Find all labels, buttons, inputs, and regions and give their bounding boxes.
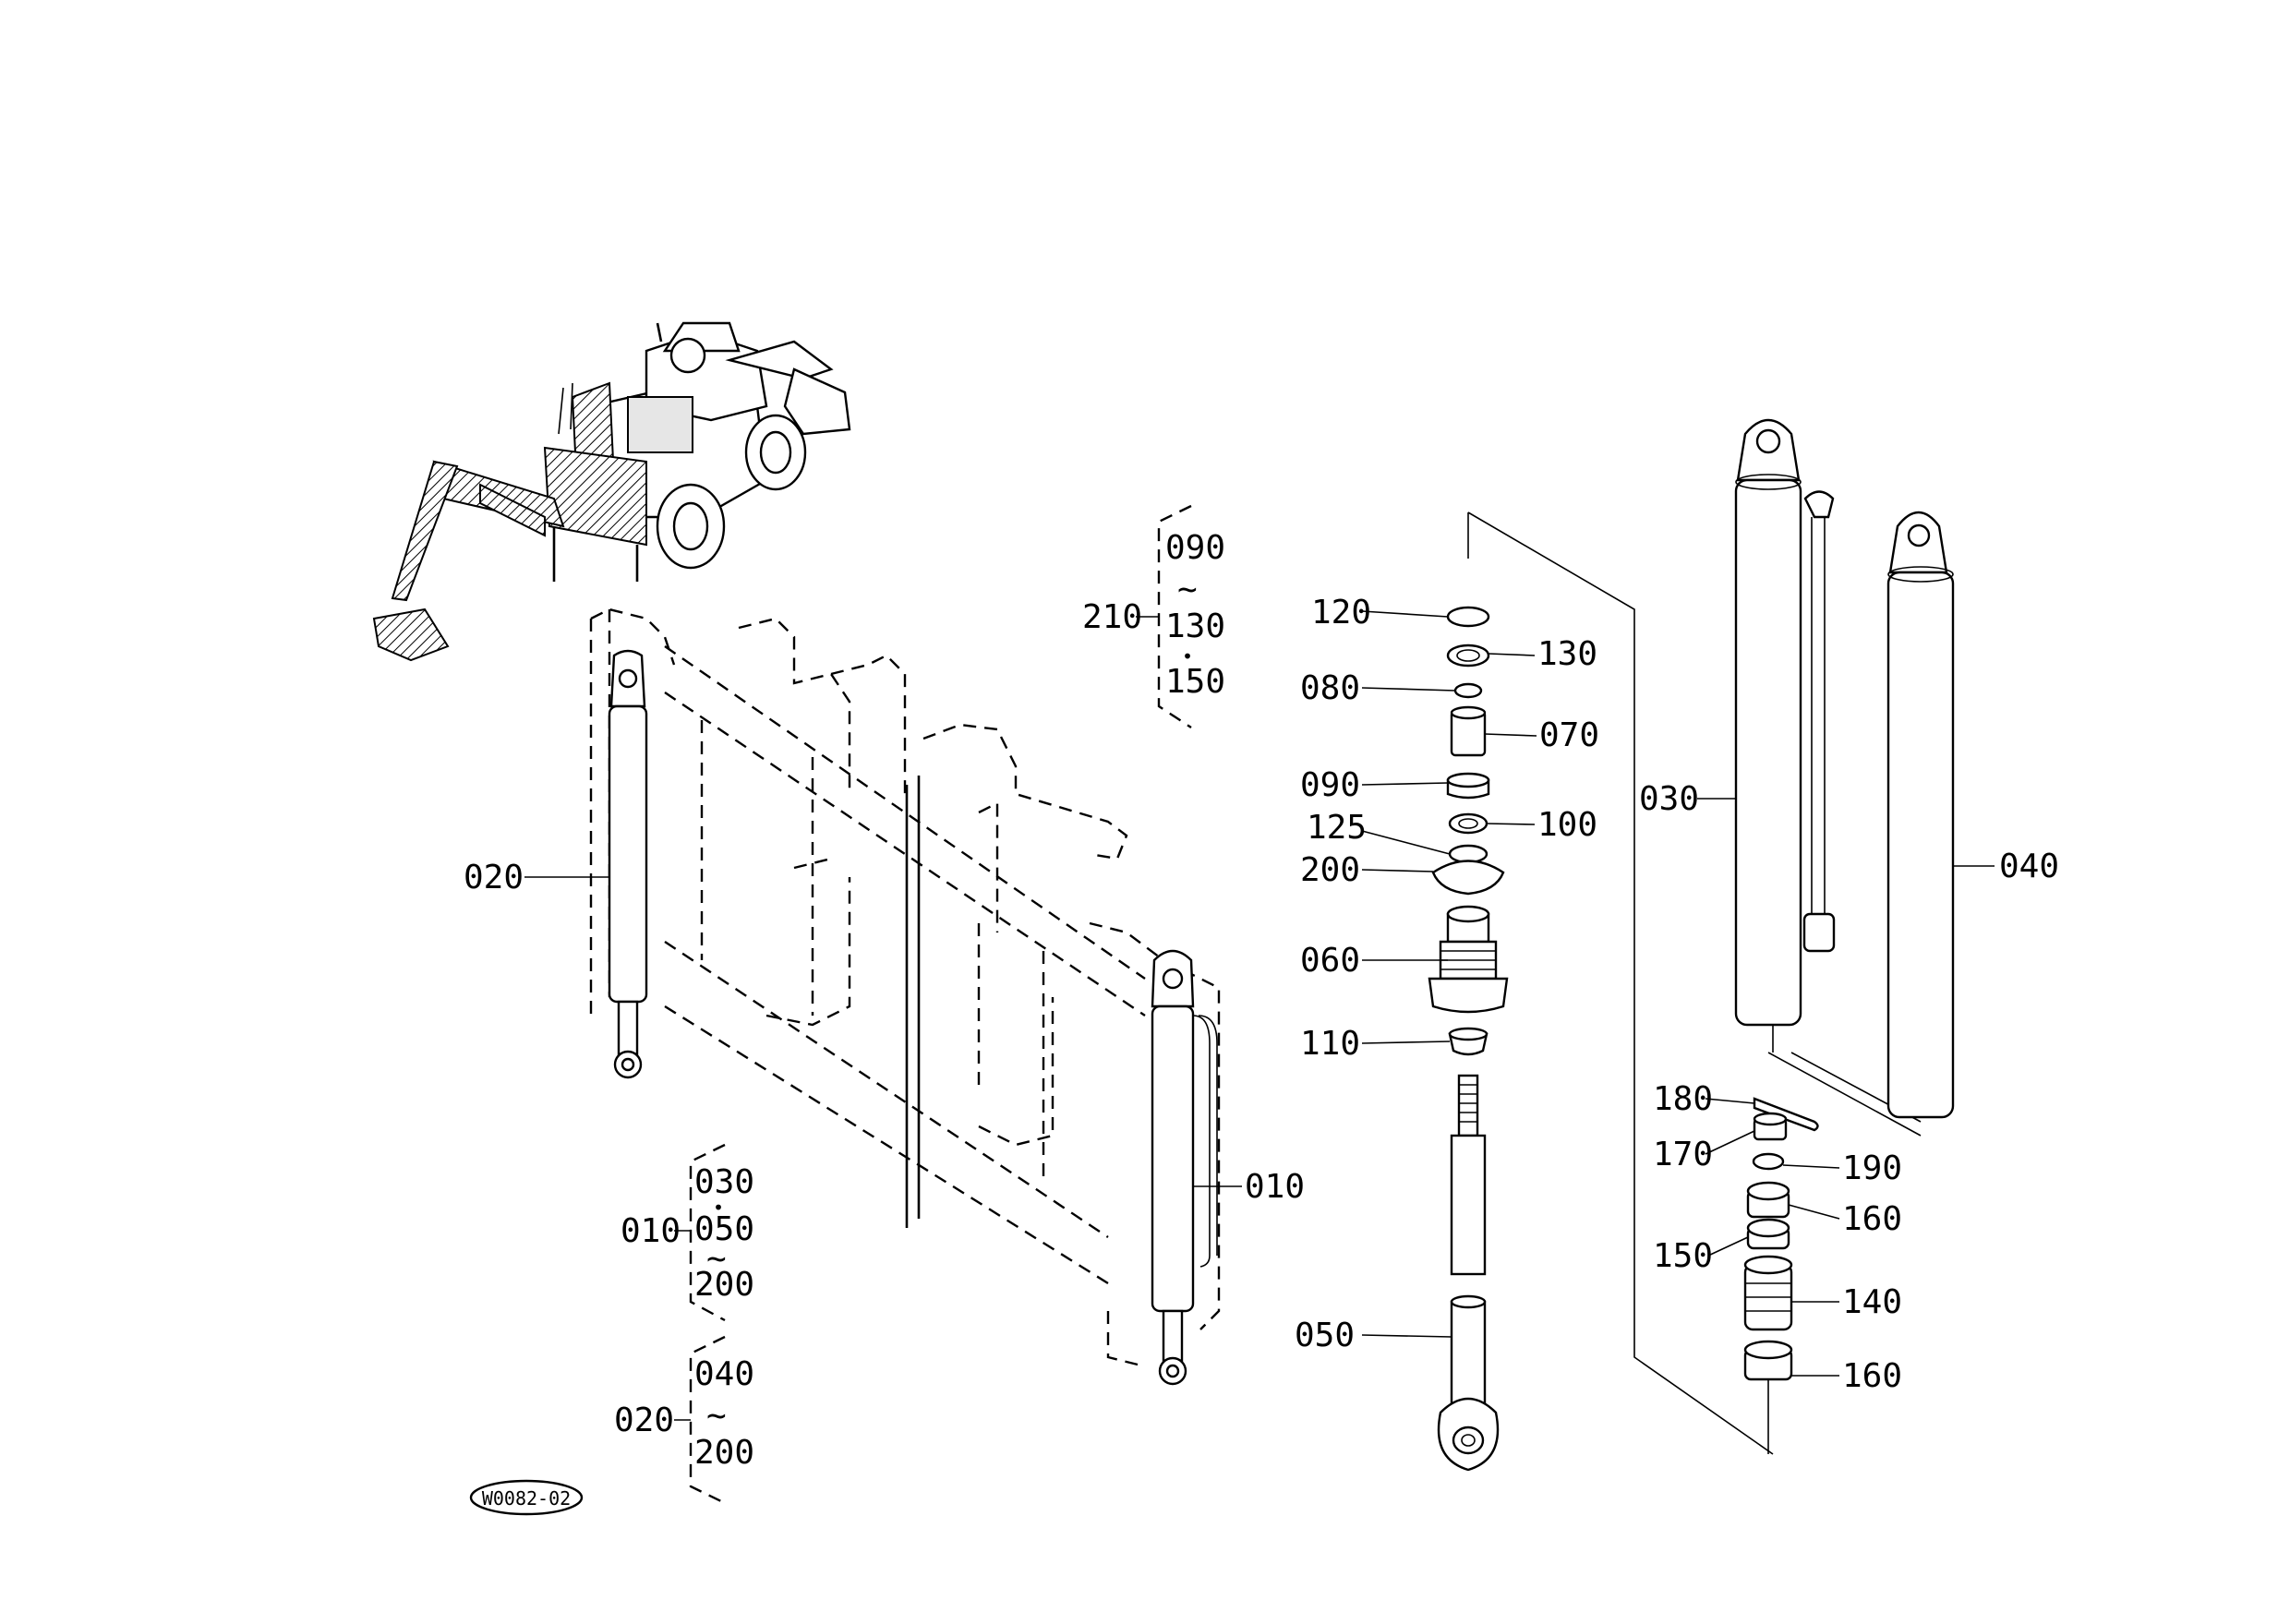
frame-dashed-outline xyxy=(589,607,1221,1368)
cylinder-010 xyxy=(1151,949,1218,1386)
kit-010-top: 030 xyxy=(694,1163,754,1201)
callout-180: 180 xyxy=(1653,1080,1713,1118)
part-150-seal xyxy=(1746,1218,1790,1250)
kit-020-top: 040 xyxy=(694,1355,754,1393)
callout-110: 110 xyxy=(1300,1025,1360,1063)
kit-group-210: 210 090 ~ 130 • 150 xyxy=(1082,504,1225,729)
cylinder-030 xyxy=(1734,418,1922,1137)
part-100-seal xyxy=(1448,812,1488,835)
kit-020-bottom: 200 xyxy=(694,1434,754,1472)
callout-100: 100 xyxy=(1537,806,1597,844)
kit-210-mid: 130 xyxy=(1165,607,1225,645)
kit-020-label: 020 xyxy=(614,1401,674,1439)
kit-group-010: 010 030 • 050 ~ 200 xyxy=(621,1143,754,1322)
callout-060: 060 xyxy=(1300,942,1360,980)
part-180-pin xyxy=(1753,1097,1819,1132)
callout-040: 040 xyxy=(1999,848,2059,885)
callout-130: 130 xyxy=(1537,635,1597,673)
part-200-cover xyxy=(1431,860,1505,896)
callout-120: 120 xyxy=(1311,594,1371,632)
callout-170: 170 xyxy=(1653,1136,1713,1173)
exploded-cylinder-parts xyxy=(1428,511,1774,1472)
callout-160-upper: 160 xyxy=(1842,1200,1902,1238)
kit-group-020: 020 040 ~ 200 xyxy=(614,1335,754,1505)
kit-210-bottom: 150 xyxy=(1165,663,1225,701)
part-170-nut xyxy=(1753,1112,1788,1141)
callout-200: 200 xyxy=(1300,851,1360,889)
callout-050: 050 xyxy=(1295,1317,1355,1354)
kit-010-sep: ~ xyxy=(706,1240,727,1278)
callout-125: 125 xyxy=(1307,809,1367,847)
callout-010: 010 xyxy=(1245,1168,1305,1206)
kit-210-label: 210 xyxy=(1082,598,1142,636)
kit-020-sep: ~ xyxy=(706,1397,727,1435)
kit-210-sep: ~ xyxy=(1177,571,1198,608)
kit-010-dot: • xyxy=(713,1197,724,1219)
callout-190: 190 xyxy=(1842,1149,1902,1187)
callout-140: 140 xyxy=(1842,1283,1902,1321)
part-080-ring xyxy=(1453,682,1483,699)
part-050-rod xyxy=(1437,1074,1500,1472)
part-130-ring xyxy=(1446,644,1490,668)
part-060-gland xyxy=(1428,905,1509,1014)
cylinder-020 xyxy=(608,649,648,1079)
part-160-lower xyxy=(1743,1340,1793,1381)
part-160-upper xyxy=(1746,1181,1790,1219)
callout-020: 020 xyxy=(464,859,524,896)
callout-090: 090 xyxy=(1300,766,1360,804)
kit-010-mid: 050 xyxy=(694,1210,754,1248)
diagram-code: W0082-02 xyxy=(482,1487,571,1510)
kit-210-dot: • xyxy=(1182,645,1193,668)
part-140-piston xyxy=(1743,1255,1793,1331)
part-190-washer xyxy=(1752,1152,1785,1171)
leader-lines xyxy=(524,610,1995,1377)
callout-080: 080 xyxy=(1300,669,1360,707)
callout-030: 030 xyxy=(1639,780,1699,818)
part-120-oring xyxy=(1446,606,1490,628)
diagram-code-badge: W0082-02 xyxy=(469,1479,584,1516)
cylinder-040 xyxy=(1886,511,1955,1119)
kit-010-bottom: 200 xyxy=(694,1266,754,1304)
kit-210-top: 090 xyxy=(1165,529,1225,567)
callout-070: 070 xyxy=(1539,716,1599,754)
callout-160-lower: 160 xyxy=(1842,1357,1902,1395)
callout-150: 150 xyxy=(1653,1237,1713,1275)
kit-010-label: 010 xyxy=(621,1212,681,1250)
callout-labels: 120 130 080 070 090 125 100 200 060 110 … xyxy=(464,594,2059,1395)
frame-center-post xyxy=(905,776,921,1228)
backhoe-machine-illustration xyxy=(372,321,851,662)
piston-parts xyxy=(1743,1097,1819,1454)
